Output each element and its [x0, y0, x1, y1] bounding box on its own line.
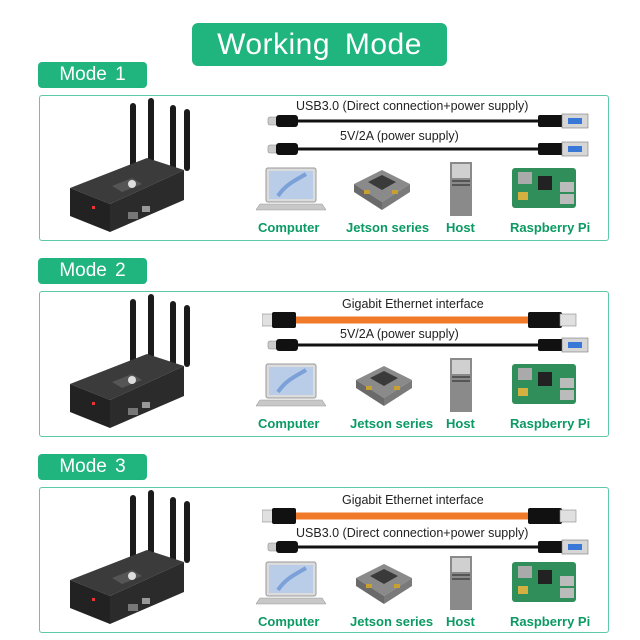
device-label-jetson: Jetson series	[350, 416, 434, 431]
host-tower-icon	[450, 358, 472, 412]
router-device-image	[70, 294, 190, 428]
laptop-icon	[256, 363, 326, 407]
mode-3-tab: Mode 3	[38, 454, 147, 480]
cable-label: USB3.0 (Direct connection+power supply)	[296, 99, 529, 113]
device-label-jetson: Jetson series	[350, 614, 434, 629]
cables-image	[262, 312, 589, 353]
cable-label: USB3.0 (Direct connection+power supply)	[296, 526, 529, 540]
device-label-computer: Computer	[258, 220, 320, 235]
host-tower-icon	[450, 162, 472, 216]
device-label-jetson: Jetson series	[346, 220, 430, 235]
jetson-board-icon	[354, 170, 410, 210]
device-label-computer: Computer	[258, 416, 320, 431]
laptop-icon	[256, 561, 326, 605]
mode-1-tab: Mode 1	[38, 62, 147, 88]
device-label-host: Host	[446, 416, 475, 431]
mode-3-panel: Gigabit Ethernet interface USB3.0 (Direc…	[39, 487, 609, 633]
raspberry-pi-icon	[512, 364, 576, 404]
jetson-board-icon	[356, 564, 412, 604]
device-label-raspberry-pi: Raspberry Pi	[510, 614, 591, 629]
mode-2-panel: Gigabit Ethernet interface 5V/2A (power …	[39, 291, 609, 437]
cables-image	[262, 508, 589, 555]
raspberry-pi-icon	[512, 562, 576, 602]
device-label-raspberry-pi: Raspberry Pi	[510, 220, 591, 235]
cable-label: 5V/2A (power supply)	[340, 129, 459, 143]
router-device-image	[70, 490, 190, 624]
jetson-board-icon	[356, 366, 412, 406]
router-device-image	[70, 98, 190, 232]
cable-label: Gigabit Ethernet interface	[342, 297, 484, 311]
raspberry-pi-icon	[512, 168, 576, 208]
cables-image	[267, 113, 589, 157]
device-label-raspberry-pi: Raspberry Pi	[510, 416, 591, 431]
mode-1-panel: USB3.0 (Direct connection+power supply) …	[39, 95, 609, 241]
cable-label: 5V/2A (power supply)	[340, 327, 459, 341]
device-label-host: Host	[446, 614, 475, 629]
mode-2-tab: Mode 2	[38, 258, 147, 284]
page-title: Working Mode	[192, 23, 447, 66]
device-label-host: Host	[446, 220, 475, 235]
cable-label: Gigabit Ethernet interface	[342, 493, 484, 507]
device-label-computer: Computer	[258, 614, 320, 629]
laptop-icon	[256, 167, 326, 211]
host-tower-icon	[450, 556, 472, 610]
